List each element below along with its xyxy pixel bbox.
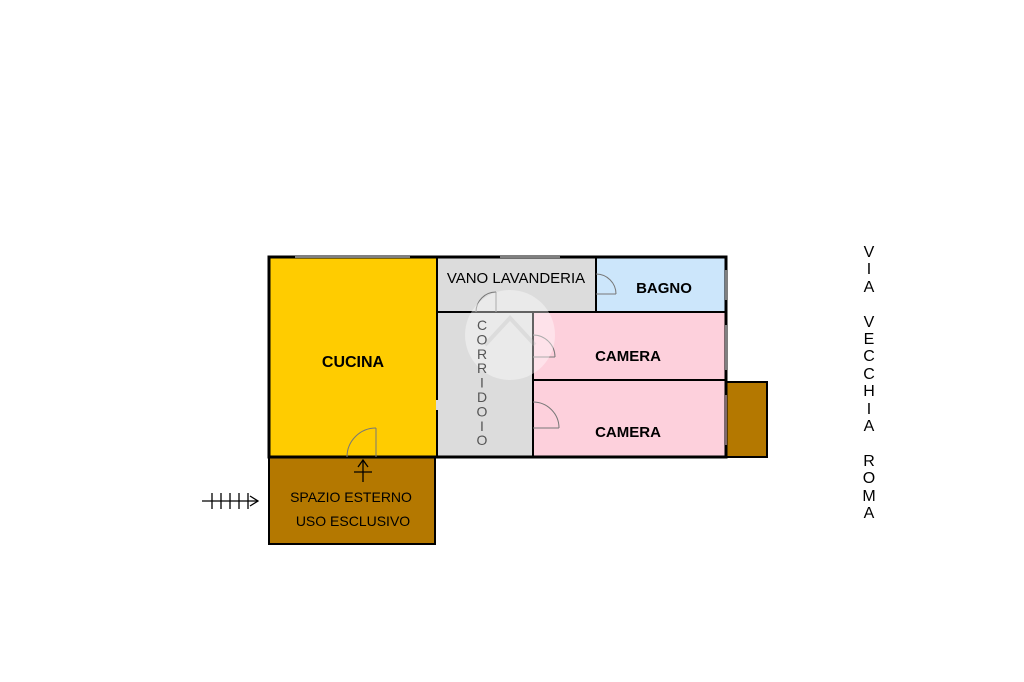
entry-arrow-icon: [354, 458, 372, 482]
kitchen-room: [269, 257, 437, 457]
outdoor-label-line-1: SPAZIO ESTERNO: [290, 489, 412, 505]
bedroom-2-room: [533, 380, 726, 457]
laundry-label: VANO LAVANDERIA: [447, 270, 585, 287]
bedroom-2-label: CAMERA: [595, 424, 661, 441]
wall-openings: [295, 256, 727, 445]
kitchen-door-icon: [346, 427, 377, 458]
door-swings: [346, 273, 617, 458]
laundry-door-icon: [475, 291, 497, 313]
balcony: [726, 382, 767, 457]
main-entrance-arrow-icon: [202, 493, 260, 509]
bathroom-room: [596, 257, 726, 312]
bedroom-1-room: [533, 312, 726, 380]
kitchen-label: CUCINA: [322, 354, 385, 371]
corridor-room: [437, 312, 533, 457]
bedroom-1-label: CAMERA: [595, 348, 661, 365]
watermark-logo: [465, 290, 555, 380]
outdoor-label-line-2: USO ESCLUSIVO: [296, 513, 410, 529]
outdoor-space: [269, 457, 435, 544]
bedroom-1-door-icon: [532, 334, 556, 358]
bedroom-2-door-icon: [532, 401, 560, 429]
bathroom-label: BAGNO: [636, 280, 692, 297]
bathroom-door-icon: [595, 273, 617, 295]
laundry-room: [437, 257, 596, 312]
